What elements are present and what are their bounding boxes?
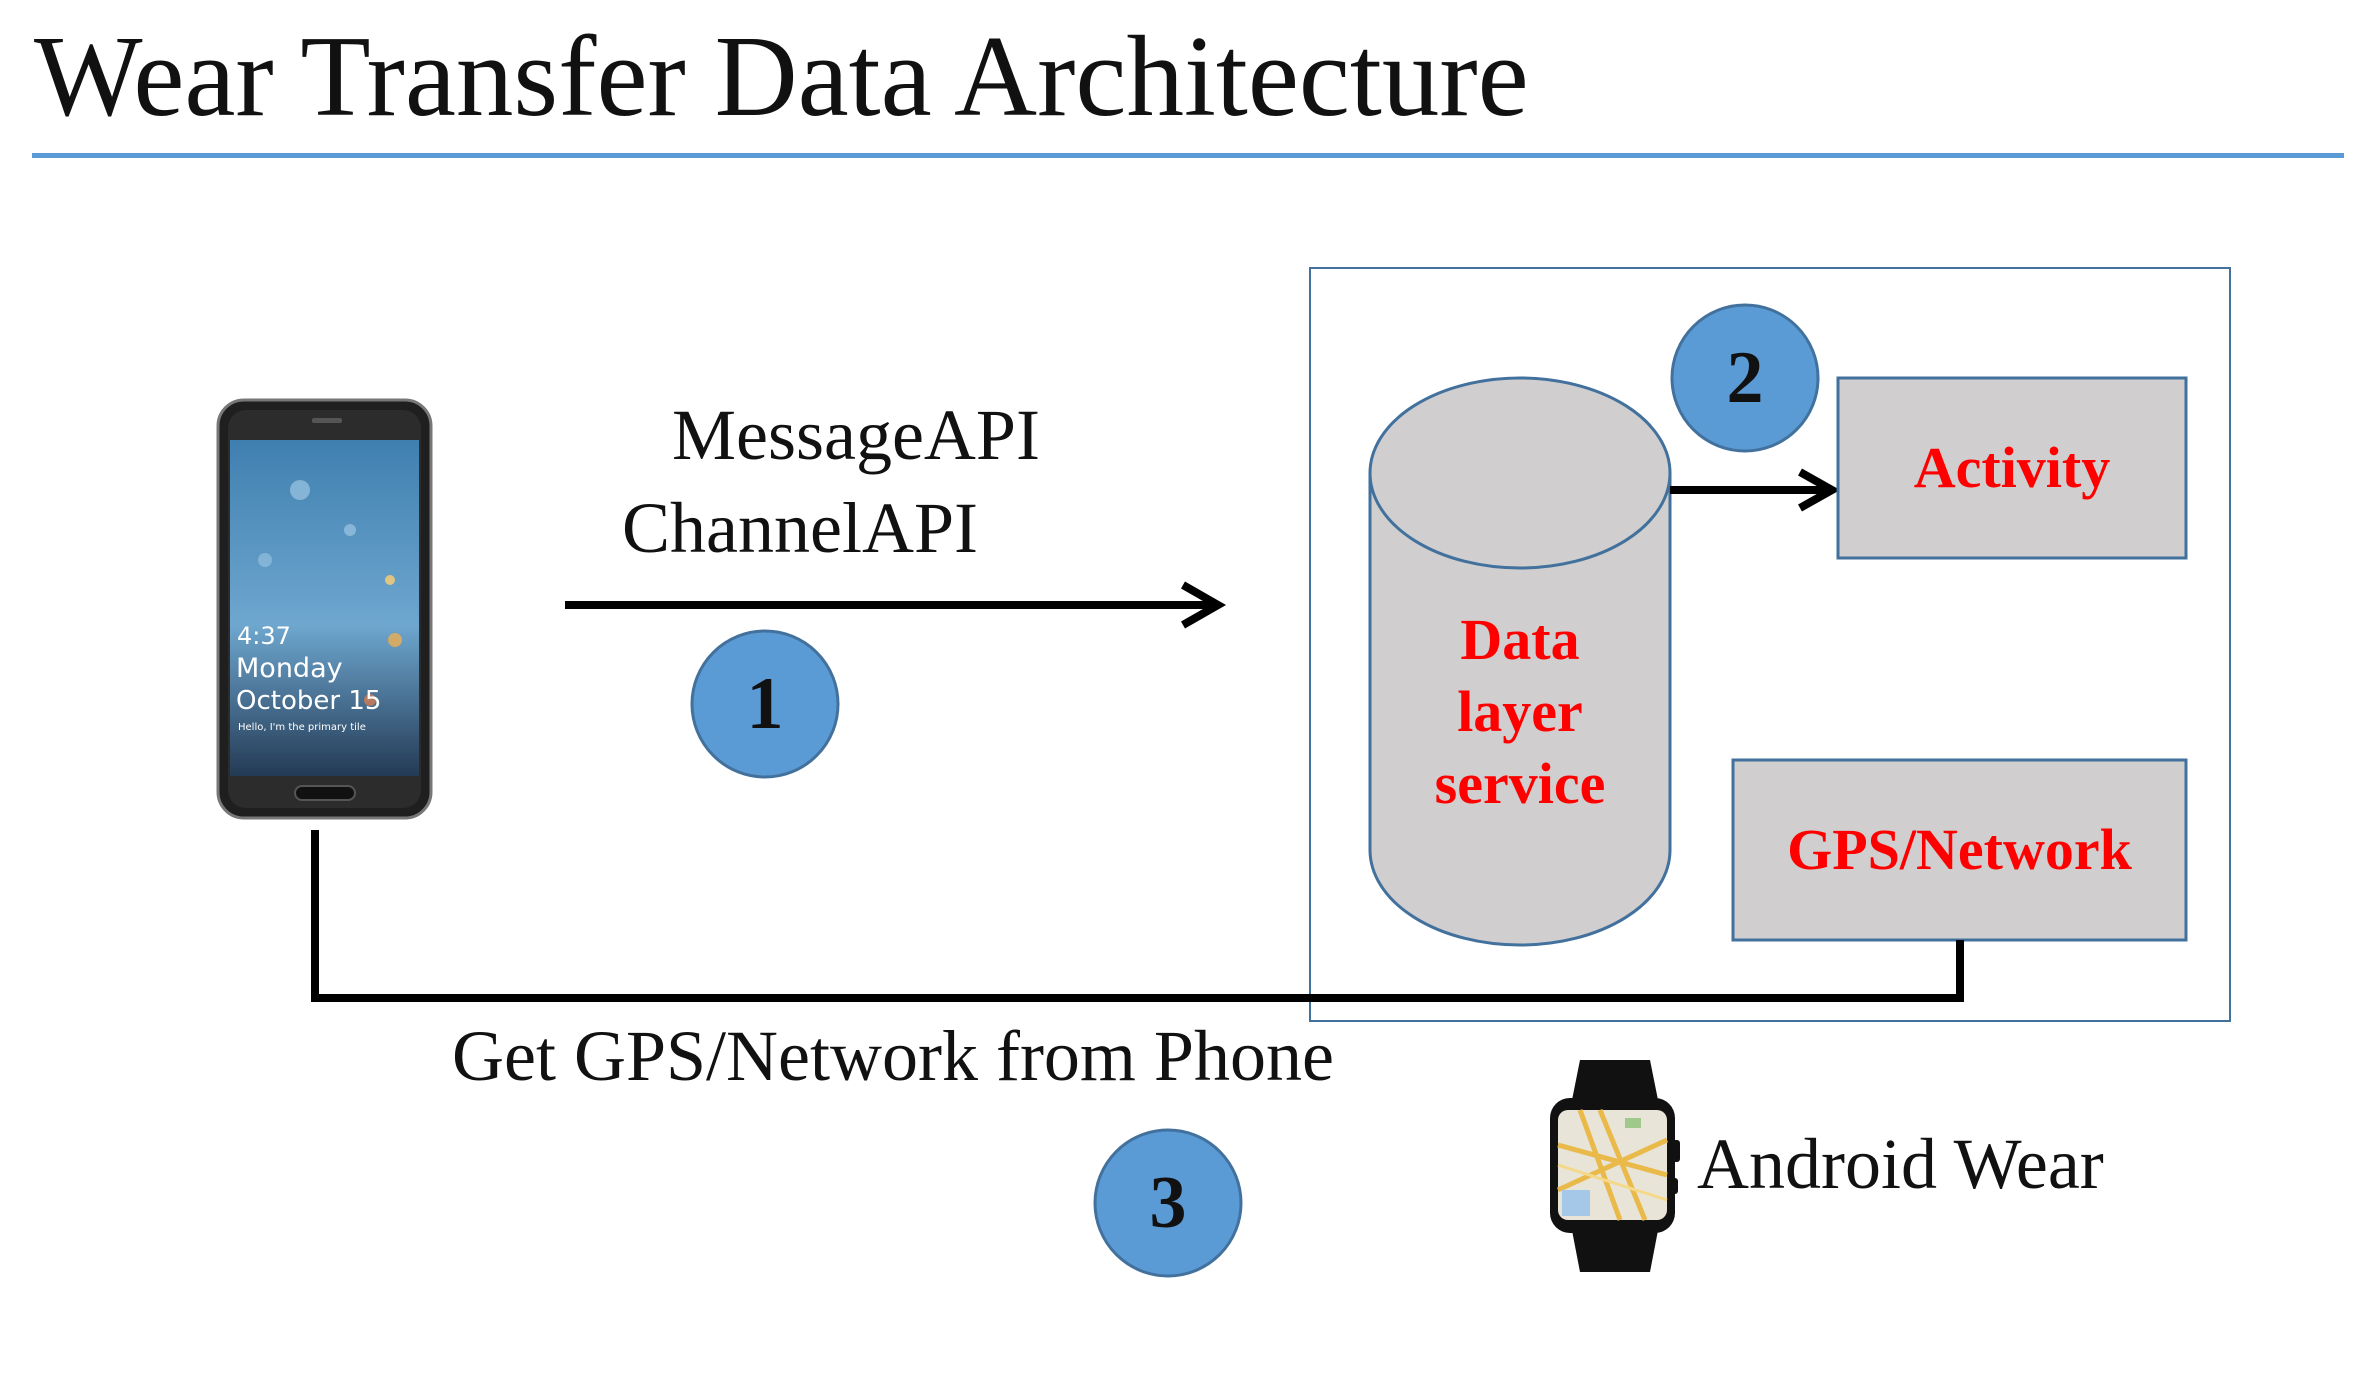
connector-3: [311, 830, 1964, 1002]
step-1-circle: [690, 629, 840, 779]
data-layer-label: Data layer service: [1370, 604, 1670, 820]
data-layer-cylinder: [1368, 376, 1672, 947]
phone-icon: [216, 398, 433, 820]
step-3-number: 3: [1149, 1162, 1187, 1244]
api-label-message: MessageAPI: [672, 395, 1040, 475]
api-label-channel: ChannelAPI: [622, 488, 978, 568]
wear-boundary-box: [1309, 267, 2231, 1022]
phone-tile-text: Hello, I'm the primary tile: [238, 722, 366, 733]
connector-3-label: Get GPS/Network from Phone: [452, 1016, 1334, 1096]
arrow-1-head: [1181, 581, 1227, 629]
gps-network-box: [1731, 758, 2188, 942]
phone-day: Monday: [236, 653, 343, 684]
step-3-circle: [1093, 1128, 1243, 1278]
step-2-number: 2: [1726, 337, 1764, 419]
slide-title: Wear Transfer Data Architecture: [34, 13, 1529, 140]
data-layer-line-2: layer: [1457, 679, 1583, 744]
phone-date: October 15: [236, 686, 382, 716]
data-layer-line-3: service: [1434, 751, 1606, 816]
phone-time: 4:37: [237, 622, 291, 650]
arrow-2-head: [1798, 468, 1841, 512]
activity-label: Activity: [1913, 435, 2111, 500]
step-2-circle: [1670, 303, 1820, 453]
watch-icon: [1550, 1060, 1680, 1272]
title-divider: [32, 153, 2344, 158]
activity-box: [1836, 376, 2188, 560]
step-1-number: 1: [746, 663, 784, 745]
android-wear-label: Android Wear: [1697, 1124, 2104, 1204]
data-layer-line-1: Data: [1460, 607, 1580, 672]
gps-network-label: GPS/Network: [1787, 817, 2132, 882]
